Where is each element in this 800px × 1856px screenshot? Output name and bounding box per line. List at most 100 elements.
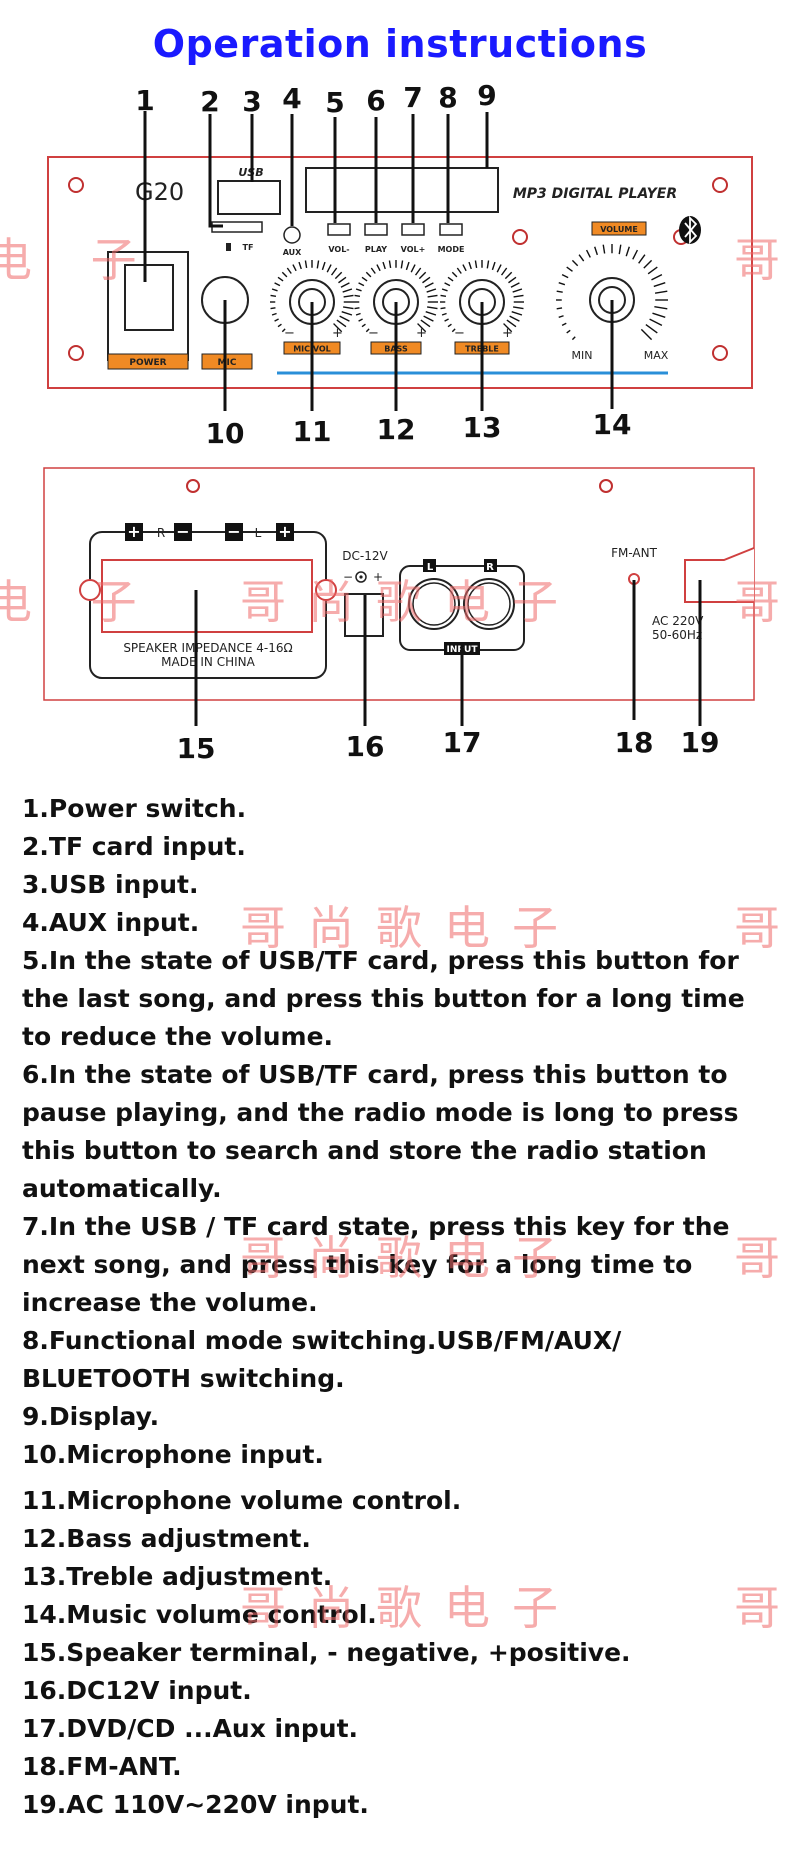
knob-tick bbox=[486, 260, 490, 269]
knob-tick bbox=[342, 288, 353, 293]
instruction-line: this button to search and store the radi… bbox=[22, 1136, 707, 1165]
knob-tick bbox=[343, 306, 354, 310]
knob-tick bbox=[653, 282, 666, 288]
watermark-text: 哥 bbox=[734, 233, 800, 287]
knob-tick bbox=[645, 324, 658, 334]
knob-tick bbox=[326, 264, 332, 273]
knob-tick bbox=[365, 328, 370, 333]
play-button bbox=[364, 223, 388, 236]
instruction-line: 16.DC12V input. bbox=[22, 1676, 252, 1705]
knob-tick bbox=[370, 267, 376, 274]
front-panel: G20 POWER MIC USB TF AUX VOL- PLAY VOL+ … bbox=[47, 156, 753, 389]
knob-tick bbox=[425, 310, 437, 316]
knob-tick bbox=[602, 244, 606, 254]
instruction-line: automatically. bbox=[22, 1174, 222, 1203]
knob-tick bbox=[333, 323, 343, 333]
knob-plus: + bbox=[332, 326, 343, 341]
watermark-text: 哥尚歌电子 bbox=[240, 575, 580, 629]
knob-tick bbox=[496, 264, 502, 273]
usb-port bbox=[217, 180, 281, 215]
instruction-line: 17.DVD/CD ...Aux input. bbox=[22, 1714, 359, 1743]
max-label: MAX bbox=[644, 349, 669, 362]
watermark-text: 哥 bbox=[734, 575, 800, 629]
knob-tick bbox=[571, 336, 576, 341]
knob-tick bbox=[441, 288, 448, 292]
instruction-line: 9.Display. bbox=[22, 1402, 160, 1431]
screw-hole bbox=[712, 177, 728, 193]
knob-tick bbox=[651, 273, 663, 281]
knob-tick bbox=[578, 254, 585, 262]
terminal-hole bbox=[79, 579, 101, 601]
instruction-line: 2.TF card input. bbox=[22, 832, 246, 861]
knob-minus: − bbox=[284, 326, 295, 341]
vol-minus-button bbox=[327, 223, 351, 236]
tf-marker bbox=[226, 243, 231, 251]
l-plus-marker bbox=[276, 523, 294, 541]
knob-tick bbox=[451, 271, 458, 278]
knob-tick bbox=[274, 318, 279, 322]
knob-tick bbox=[558, 282, 566, 286]
knob-tick bbox=[647, 266, 658, 275]
knob-tick bbox=[420, 319, 431, 328]
display bbox=[305, 167, 499, 213]
screw-hole bbox=[68, 345, 84, 361]
knob-tick bbox=[447, 323, 452, 328]
knob-tick bbox=[640, 328, 653, 341]
watermark-text: 哥尚歌电子 bbox=[240, 1231, 580, 1285]
r-plus-sign: + bbox=[127, 522, 140, 541]
knob-tick bbox=[561, 322, 567, 327]
knob-tick bbox=[343, 294, 354, 298]
watermark-text: 电 子 bbox=[0, 233, 159, 287]
instruction-line: to reduce the volume. bbox=[22, 1022, 334, 1051]
instruction-line: 18.FM-ANT. bbox=[22, 1752, 182, 1781]
instruction-line: 6.In the state of USB/TF card, press thi… bbox=[22, 1060, 728, 1089]
knob-tick bbox=[405, 261, 410, 271]
knob-tick bbox=[423, 315, 434, 322]
instruction-line: the last song, and press this button for… bbox=[22, 984, 745, 1013]
r-minus-sign: − bbox=[176, 522, 189, 541]
power-switch-rocker bbox=[124, 264, 174, 331]
callout-11: 11 bbox=[293, 415, 332, 448]
instruction-line: 13.Treble adjustment. bbox=[22, 1562, 333, 1591]
knob-tick bbox=[654, 290, 668, 294]
instruction-line: 4.AUX input. bbox=[22, 908, 200, 937]
knob-tick bbox=[361, 276, 368, 282]
knob-tick bbox=[292, 264, 297, 272]
power-tag bbox=[107, 353, 189, 370]
knob-tick bbox=[410, 264, 416, 273]
callout-1: 1 bbox=[135, 84, 154, 117]
callout-8: 8 bbox=[438, 81, 457, 114]
knob-tick bbox=[491, 261, 496, 271]
terminal-hole bbox=[315, 579, 337, 601]
knob-tick bbox=[358, 282, 365, 287]
callout-12: 12 bbox=[377, 413, 416, 446]
knob-tick bbox=[462, 264, 467, 272]
knob-tick bbox=[440, 307, 446, 310]
svg-text:+: + bbox=[373, 570, 383, 584]
power-label: POWER bbox=[129, 358, 166, 368]
screw-hole bbox=[712, 345, 728, 361]
rca-r-marker bbox=[484, 559, 497, 572]
instruction-line: 5.In the state of USB/TF card, press thi… bbox=[22, 946, 739, 975]
callout-4: 4 bbox=[282, 82, 301, 115]
volume-tag-label: VOLUME bbox=[600, 225, 638, 234]
bluetooth-icon bbox=[679, 215, 701, 245]
page-title: Operation instructions bbox=[152, 22, 648, 66]
knob-tick bbox=[643, 259, 653, 269]
knob-tick bbox=[338, 276, 347, 284]
knob-tick bbox=[566, 266, 573, 272]
knob-tick bbox=[571, 259, 579, 267]
callout-2: 2 bbox=[200, 85, 219, 118]
instruction-line: 3.USB input. bbox=[22, 870, 199, 899]
fm-label: FM-ANT bbox=[611, 546, 658, 560]
instruction-line: 11.Microphone volume control. bbox=[22, 1486, 462, 1515]
dc-label: DC-12V bbox=[342, 549, 388, 563]
l-minus-marker bbox=[225, 523, 243, 541]
callout-3: 3 bbox=[242, 85, 261, 118]
knob-tick bbox=[625, 246, 630, 257]
knob-tick bbox=[652, 312, 666, 318]
music-volume-knob bbox=[556, 244, 668, 341]
knob-tick bbox=[298, 261, 302, 270]
knob-tick bbox=[618, 244, 622, 255]
knob-tick bbox=[414, 267, 422, 276]
